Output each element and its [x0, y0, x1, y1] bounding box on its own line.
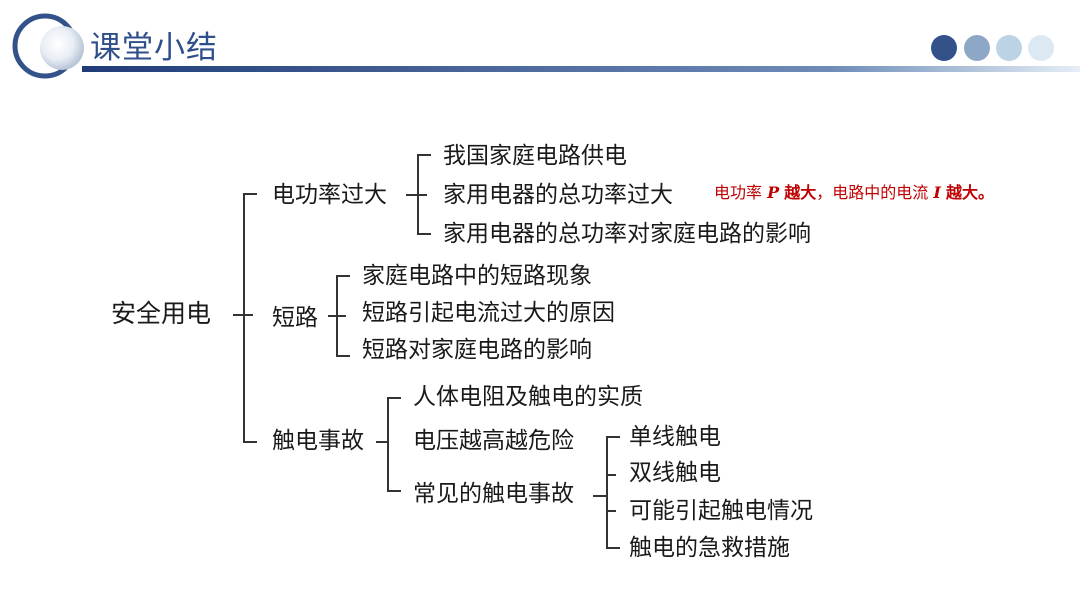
note-var-i: I: [933, 183, 941, 202]
note-middle: ，电路中的电流: [816, 183, 929, 202]
sub-item-2: 双线触电: [629, 460, 721, 486]
sub-item-3: 可能引起触电情况: [629, 498, 813, 524]
tick-b3-1: [387, 397, 401, 399]
branch3-label: 触电事故: [272, 428, 364, 454]
bracket-branch3: [387, 397, 389, 491]
header-dot-1: [931, 35, 957, 61]
branch2-item-3: 短路对家庭电路的影响: [362, 337, 592, 363]
connector-branch3: [376, 441, 388, 443]
branch3-item-1: 人体电阻及触电的实质: [413, 384, 643, 410]
tick-b1-1: [417, 154, 431, 156]
header-decoration: [12, 13, 1080, 79]
tick-sub-3: [606, 510, 616, 512]
tick-sub-2: [606, 474, 616, 476]
branch2-item-2: 短路引起电流过大的原因: [362, 300, 615, 326]
tick-b2-2: [336, 315, 346, 317]
branch3-item-2: 电压越高越危险: [413, 428, 574, 454]
note-var-p: P: [767, 183, 780, 202]
tick-branch3: [243, 441, 257, 443]
tick-b3-3: [387, 490, 401, 492]
bracket-sub: [606, 436, 608, 549]
branch2-item-1: 家庭电路中的短路现象: [362, 263, 592, 289]
tick-b2-3: [336, 355, 350, 357]
tick-branch2: [243, 314, 253, 316]
tick-b1-3: [417, 233, 431, 235]
header-ball-icon: [40, 26, 84, 70]
header-dot-4: [1028, 35, 1054, 61]
branch1-item-3: 家用电器的总功率对家庭电路的影响: [443, 221, 811, 247]
bracket-level1: [243, 193, 245, 442]
connector-branch2: [328, 315, 337, 317]
tick-b2-1: [336, 275, 350, 277]
connector-sub: [593, 495, 607, 497]
page-title: 课堂小结: [90, 30, 218, 66]
power-current-note: 电功率 P 越大，电路中的电流 I 越大。: [714, 181, 994, 205]
note-text1: 越大: [784, 183, 817, 202]
tick-sub-1: [606, 436, 620, 438]
branch2-label: 短路: [272, 305, 318, 331]
sub-item-1: 单线触电: [629, 424, 721, 450]
branch1-label: 电功率过大: [272, 182, 387, 208]
tick-sub-4: [606, 547, 620, 549]
root-node: 安全用电: [111, 299, 212, 328]
branch1-item-2: 家用电器的总功率过大: [443, 182, 673, 208]
connector-root: [233, 314, 244, 316]
tick-b1-2: [417, 194, 427, 196]
branch1-item-1: 我国家庭电路供电: [443, 143, 627, 169]
sub-item-4: 触电的急救措施: [629, 535, 790, 561]
header-dot-2: [964, 35, 990, 61]
note-text2: 越大。: [945, 183, 994, 202]
header-dot-3: [996, 35, 1022, 61]
tick-branch1: [243, 193, 257, 195]
branch3-item-3: 常见的触电事故: [413, 481, 574, 507]
header-bar: [82, 66, 1080, 72]
note-prefix: 电功率: [714, 183, 763, 202]
connector-branch1: [406, 194, 418, 196]
